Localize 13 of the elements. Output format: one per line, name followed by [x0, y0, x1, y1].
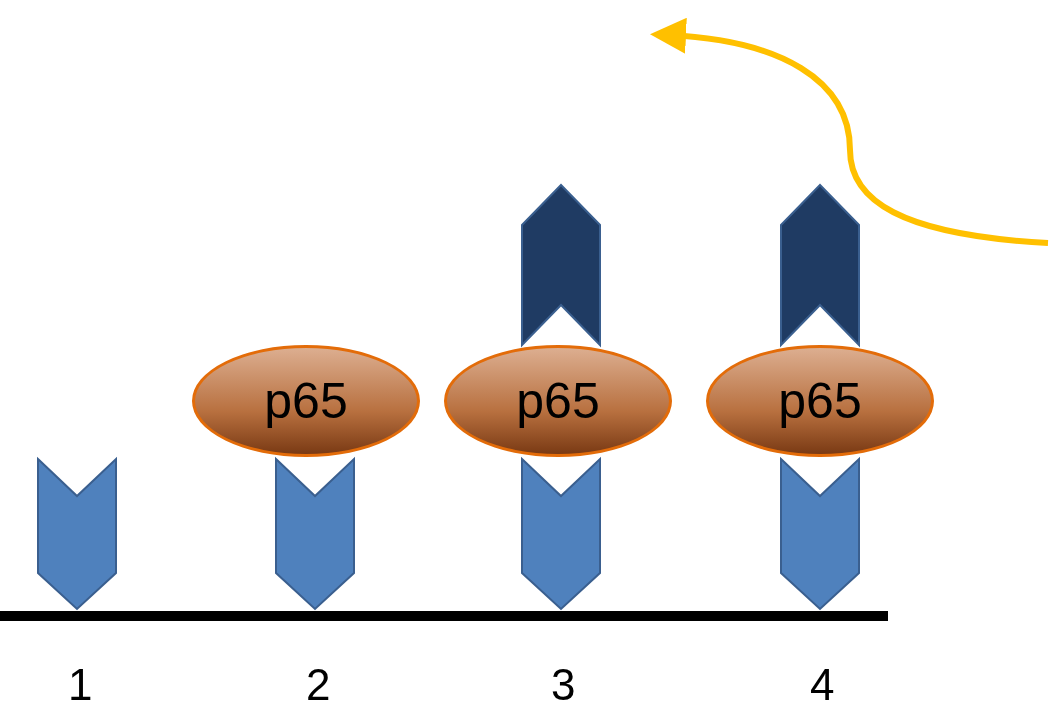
site-number: 3 [551, 660, 576, 703]
site-number: 4 [810, 660, 835, 703]
protein-label: p65 [264, 372, 348, 430]
protein-label: p65 [778, 372, 862, 430]
chevron-shape [780, 183, 860, 348]
chevron-shape [521, 183, 601, 348]
chevron-shape [521, 456, 601, 611]
chevron-shape [37, 456, 117, 611]
chevron-shape [275, 456, 355, 611]
site-number: 1 [68, 660, 93, 703]
chevron-shape [780, 456, 860, 611]
site-number: 2 [306, 660, 331, 703]
protein-label: p65 [516, 372, 600, 430]
